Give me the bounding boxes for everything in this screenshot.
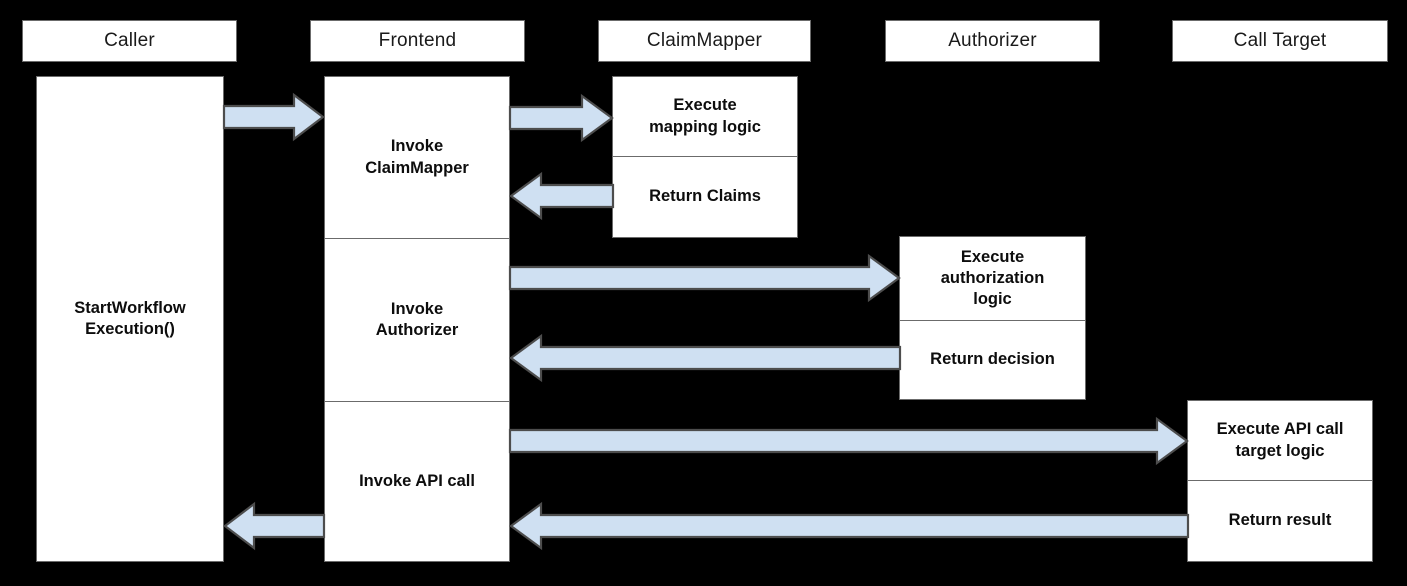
activation-frontend: Invoke ClaimMapper Invoke Authorizer Inv… — [324, 76, 510, 562]
msg-calltarget-to-frontend-arrow — [509, 501, 1190, 551]
lane-header-authorizer: Authorizer — [885, 20, 1100, 62]
activation-calltarget-segment-2: Return result — [1188, 480, 1372, 561]
activation-calltarget-segment-1: Execute API call target logic — [1216, 420, 1344, 460]
msg-authorizer-to-frontend-arrow — [509, 333, 902, 383]
activation-claimmapper-segment-1: Execute mapping logic — [649, 96, 761, 136]
lane-header-frontend: Frontend — [310, 20, 525, 62]
lane-header-calltarget-label: Call Target — [1233, 30, 1327, 51]
activation-authorizer-segment-1: Execute authorization logic — [940, 247, 1045, 309]
activation-caller: StartWorkflow Execution() — [36, 76, 224, 562]
activation-frontend-segment-1: Invoke ClaimMapper — [365, 137, 469, 177]
lane-header-authorizer-label: Authorizer — [948, 30, 1037, 51]
lane-header-caller-label: Caller — [104, 30, 155, 51]
lane-header-claimmapper-label: ClaimMapper — [646, 30, 763, 51]
activation-calltarget: Execute API call target logic Return res… — [1187, 400, 1373, 562]
activation-authorizer-segment-2: Return decision — [900, 320, 1085, 399]
lane-header-claimmapper: ClaimMapper — [598, 20, 811, 62]
activation-claimmapper: Execute mapping logic Return Claims — [612, 76, 798, 238]
lane-header-calltarget: Call Target — [1172, 20, 1388, 62]
activation-frontend-segment-3: Invoke API call — [325, 401, 509, 561]
msg-frontend-to-authorizer-arrow — [508, 253, 901, 303]
lane-header-frontend-label: Frontend — [378, 30, 457, 51]
msg-frontend-to-caller-arrow — [223, 501, 326, 551]
msg-caller-to-frontend-arrow — [222, 92, 325, 142]
activation-claimmapper-segment-2: Return Claims — [613, 156, 797, 237]
activation-authorizer: Execute authorization logic Return decis… — [899, 236, 1086, 400]
activation-caller-segment-1: StartWorkflow Execution() — [74, 298, 186, 338]
msg-frontend-to-calltarget-arrow — [508, 416, 1189, 466]
msg-frontend-to-claimmapper-arrow — [508, 93, 614, 143]
activation-frontend-segment-2: Invoke Authorizer — [325, 238, 509, 401]
lane-header-caller: Caller — [22, 20, 237, 62]
msg-claimmapper-to-frontend-arrow — [509, 171, 615, 221]
